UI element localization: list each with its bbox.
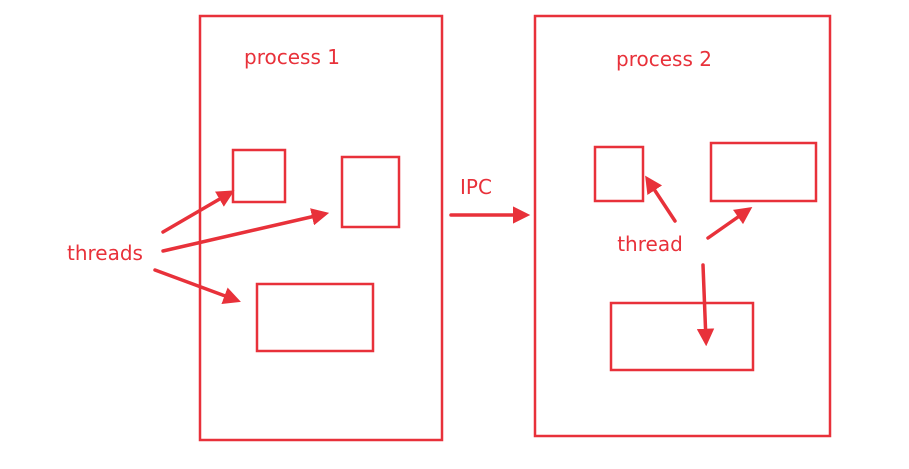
thread-box-p1-1	[231, 148, 287, 204]
process-1-label: process 1	[244, 45, 340, 69]
thread-box-p2-2	[709, 141, 818, 203]
threads-arrow-to-box-1	[161, 190, 235, 234]
thread-arrow-to-box-2	[706, 206, 753, 240]
thread-label: thread	[617, 232, 683, 256]
thread-box-p2-1	[593, 145, 645, 203]
process-2-label: process 2	[616, 47, 712, 71]
ipc-annotation: IPC	[449, 175, 531, 224]
thread-box-p1-2	[340, 155, 401, 229]
process-2-box	[533, 14, 832, 438]
threads-label: threads	[67, 241, 143, 265]
thread-arrow-to-box-3	[696, 263, 715, 347]
thread-box-p1-3	[255, 282, 375, 353]
threads-arrow-to-box-2	[161, 208, 330, 253]
threads-annotation: threads	[67, 190, 330, 304]
thread-arrow-to-box-1	[645, 175, 677, 223]
process-1-box	[198, 14, 444, 442]
process-2-group: process 2 thread	[533, 14, 832, 438]
threads-arrow-to-box-3	[153, 268, 241, 304]
thread-box-p2-3	[609, 301, 755, 372]
process-1-group: process 1	[198, 14, 444, 442]
ipc-label: IPC	[460, 175, 492, 199]
